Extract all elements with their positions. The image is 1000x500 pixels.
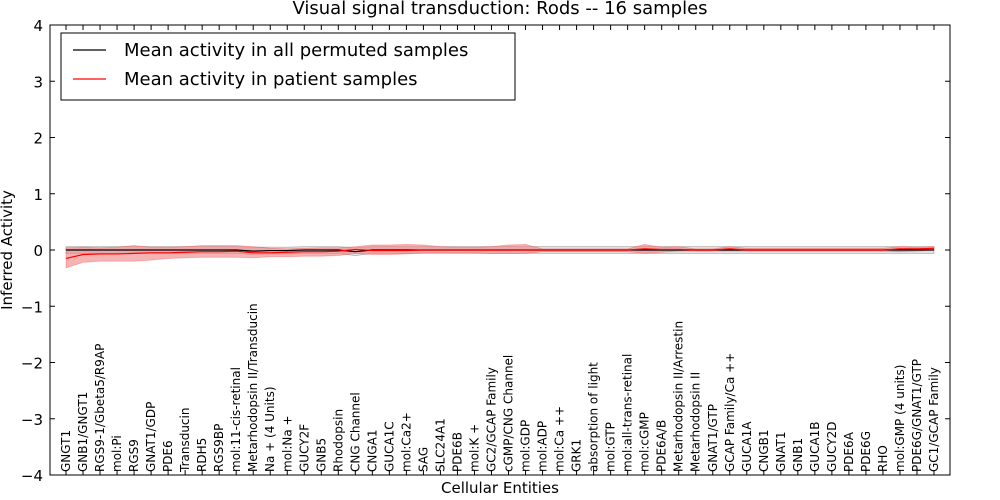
x-tick-label: GUCA1B (808, 421, 822, 472)
x-tick-label: GNB5 (314, 438, 328, 472)
y-axis-label: Inferred Activity (0, 190, 16, 310)
x-tick-label: mol:GDP (519, 420, 533, 472)
x-tick-label: cGMP/CNG Channel (502, 355, 516, 472)
x-tick-label: Metarhodopsin II (689, 372, 703, 472)
x-tick-label: GRK1 (570, 439, 584, 472)
x-tick-label: mol:Na + (280, 415, 294, 472)
x-tick-label: PDE6A/B (655, 420, 669, 472)
x-tick-label: PDE6G/GNAT1/GTP (910, 359, 924, 472)
y-tick-label: 2 (33, 130, 43, 148)
x-tick-label: CNGA1 (365, 430, 379, 473)
x-tick-label: mol:GMP (4 units) (893, 365, 907, 472)
x-tick-label: RGS9 (127, 439, 141, 472)
series-band-2 (65, 243, 935, 269)
x-tick-label: PDE6A (842, 431, 856, 472)
x-tick-label: Metarhodopsin II/Arrestin (672, 321, 686, 472)
x-tick-label: RGS9-1/Gbeta5/R9AP (93, 344, 107, 472)
y-tick-label: 3 (33, 73, 43, 91)
y-tick-label: −1 (21, 298, 43, 316)
legend-label-2: Mean activity in patient samples (124, 69, 418, 90)
series-line-2 (65, 247, 935, 260)
x-tick-label: GNAT1/GTP (706, 404, 720, 472)
x-tick-label: mol:all-trans-retinal (621, 354, 635, 472)
x-tick-label: GC1/GCAP Family (927, 367, 941, 472)
y-tick-label: −4 (21, 467, 43, 485)
x-tick-label: absorption of light (587, 362, 601, 472)
x-tick-label: mol:11-cis-retinal (229, 367, 243, 472)
x-tick-label: Transducin (178, 408, 192, 473)
x-tick-label: Rhodopsin (331, 409, 345, 472)
x-tick-label: CNG Channel (348, 392, 362, 472)
x-axis-label: Cellular Entities (441, 479, 559, 497)
x-tick-label: PDE6G (859, 431, 873, 472)
x-tick-label: mol:K + (467, 424, 481, 472)
y-tick-label: −3 (21, 411, 43, 429)
x-tick-label: mol:cGMP (638, 412, 652, 472)
chart-title: Visual signal transduction: Rods -- 16 s… (292, 0, 707, 19)
x-tick-label: RDH5 (195, 438, 209, 472)
y-tick-label: 0 (33, 242, 43, 260)
x-tick-label: CNGB1 (757, 429, 771, 472)
x-tick-label: RGS9BP (212, 424, 226, 472)
x-tick-label: mol:Ca ++ (553, 406, 567, 472)
x-tick-label: Na + (4 Units) (263, 386, 277, 472)
x-tick-label: GUCY2F (297, 424, 311, 472)
x-tick-label: GNAT1/GDP (144, 402, 158, 472)
x-tick-label: GC2/GCAP Family (484, 367, 498, 472)
x-tick-label: GUCA1C (382, 421, 396, 472)
x-tick-label: SAG (416, 447, 430, 472)
x-tick-label: Metarhodopsin II/Transducin (246, 303, 260, 472)
y-tick-label: 4 (33, 17, 43, 35)
y-tick-label: −2 (21, 355, 43, 373)
x-tick-label: SLC24A1 (433, 418, 447, 472)
x-tick-label: GNGT1 (59, 430, 73, 472)
x-tick-label: RHO (876, 445, 890, 472)
x-tick-label: mol:Pi (110, 435, 124, 472)
x-tick-label: mol:Ca2+ (399, 412, 413, 472)
x-tick-label: GCAP Family/Ca ++ (723, 353, 737, 472)
x-tick-label: PDE6 (161, 440, 175, 472)
x-tick-label: GNAT1 (774, 431, 788, 472)
x-tick-label: PDE6B (450, 432, 464, 472)
x-tick-label: mol:ADP (536, 421, 550, 472)
legend: Mean activity in all permuted samplesMea… (60, 32, 516, 101)
legend-label-1: Mean activity in all permuted samples (124, 40, 468, 61)
x-tick-label: GUCA1A (740, 421, 754, 472)
y-tick-label: 1 (33, 186, 43, 204)
x-tick-label: GNB1/GNGT1 (76, 392, 90, 472)
legend-frame (60, 32, 516, 101)
x-tick-label: GUCY2D (825, 422, 839, 472)
x-tick-label: mol:GTP (604, 422, 618, 472)
x-tick-label: GNB1 (791, 438, 805, 472)
